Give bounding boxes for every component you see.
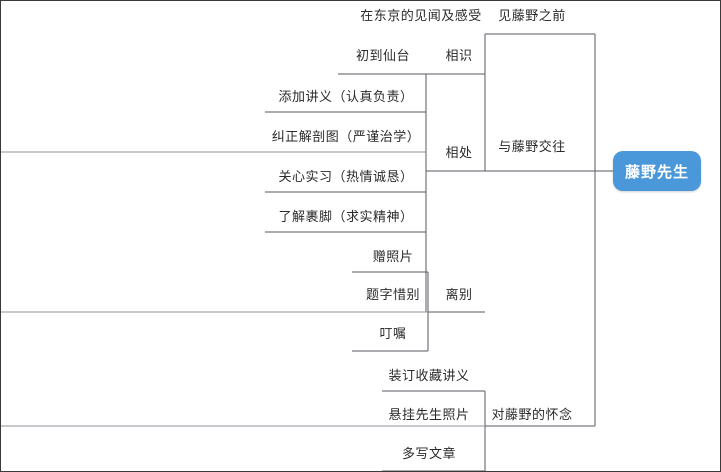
node-label-sendai[interactable]: 初到仙台 xyxy=(355,49,411,64)
root-node-fujino[interactable]: 藤野先生 xyxy=(613,151,701,191)
node-label-tokyo[interactable]: 在东京的见闻及感受 xyxy=(360,9,482,24)
node-label-acquaintance[interactable]: 相识 xyxy=(445,49,473,64)
node-label-farewell[interactable]: 离别 xyxy=(445,288,473,303)
node-label-memory[interactable]: 对藤野的怀念 xyxy=(491,408,573,423)
node-label-before[interactable]: 见藤野之前 xyxy=(498,9,566,24)
node-label-footbind[interactable]: 了解裹脚（求实精神） xyxy=(278,210,414,225)
node-label-hang[interactable]: 悬挂先生照片 xyxy=(388,408,470,423)
node-label-addnotes[interactable]: 添加讲义（认真负责） xyxy=(278,90,414,105)
node-label-care[interactable]: 关心实习（热情诚恳） xyxy=(278,170,414,185)
node-label-correct[interactable]: 纠正解剖图（严谨治学） xyxy=(271,130,421,145)
node-label-write[interactable]: 多写文章 xyxy=(401,447,457,462)
node-label-association[interactable]: 与藤野交往 xyxy=(498,140,566,155)
node-label-getalong[interactable]: 相处 xyxy=(445,146,473,161)
node-label-exhort[interactable]: 叮嘱 xyxy=(379,327,407,342)
node-label-photo[interactable]: 赠照片 xyxy=(372,250,414,265)
root-node-label: 藤野先生 xyxy=(624,162,689,181)
node-label-inscribe[interactable]: 题字惜别 xyxy=(365,288,421,303)
node-label-bind[interactable]: 装订收藏讲义 xyxy=(388,369,470,384)
